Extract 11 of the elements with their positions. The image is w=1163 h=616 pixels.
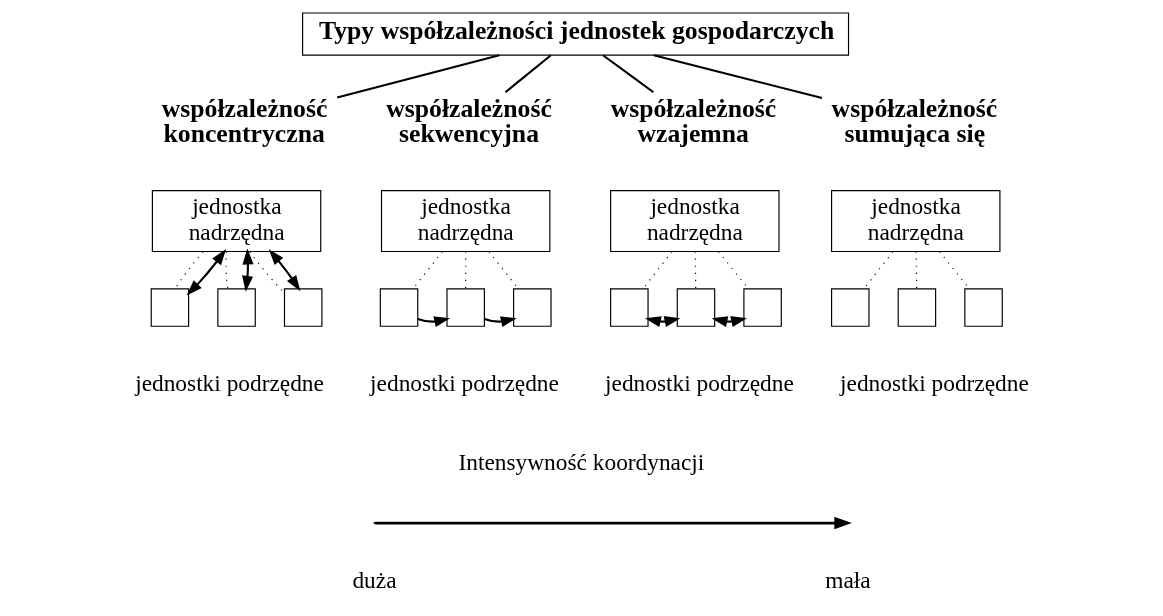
- node-text: współzależność wzajemna: [610, 93, 776, 149]
- label: jednostki podrzędne: [604, 369, 794, 396]
- label: jednostki podrzędne: [134, 369, 324, 396]
- label: duża: [351, 566, 397, 593]
- node-text: współzależność koncentryczna: [161, 93, 327, 149]
- label: mała: [824, 566, 871, 593]
- label: Intensywność koordynacji: [457, 449, 704, 476]
- label: jednostki podrzędne: [369, 369, 559, 396]
- node-text: współzależność sumująca się: [831, 93, 997, 149]
- label: jednostki podrzędne: [839, 369, 1029, 396]
- node-text: współzależność sekwencyjna: [385, 93, 552, 149]
